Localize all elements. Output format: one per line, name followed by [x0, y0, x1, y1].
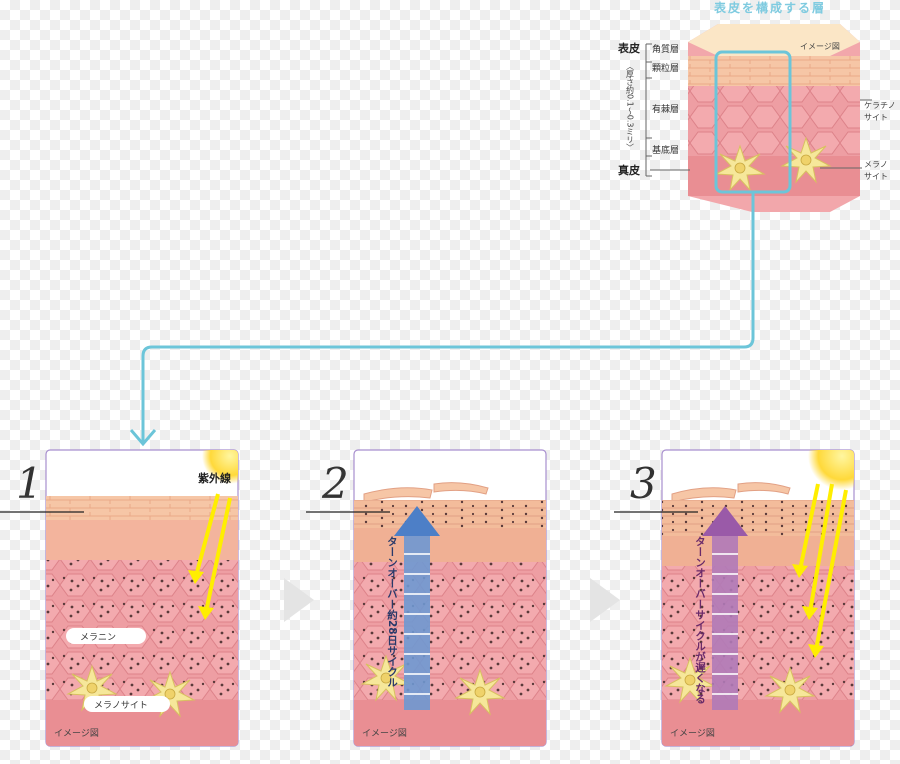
melanocyte-tag [84, 696, 170, 712]
layer-basal: 基底層 [652, 144, 679, 156]
melanin-tag [66, 628, 146, 644]
connector-line [141, 192, 755, 442]
layer-spinous: 有棘層 [652, 103, 679, 115]
dermis-label: 真皮 [618, 163, 640, 177]
panel1-melanocyte-label: メラノサイト [94, 700, 148, 711]
panel1-image-note: イメージ図 [54, 728, 99, 739]
melanin-label: メラニン [80, 632, 116, 643]
melanocyte-label-2: サイト [864, 172, 888, 181]
layer-corneum: 角質層 [652, 43, 679, 55]
panel-1: 1 紫外線 メラニン メラノサイト イメージ図 [0, 449, 239, 747]
inset-image-note: イメージ図 [800, 42, 840, 51]
epidermis-label: 表皮 [617, 41, 640, 55]
panel-1-number: 1 [16, 459, 43, 508]
panel-2: 2 ターンオーバー約28日サイクル イメージ図 [306, 449, 547, 747]
inset-title: 表皮を構成する層 [713, 0, 826, 15]
step-arrow-2 [590, 578, 620, 622]
panel-3-number: 3 [630, 459, 657, 508]
skin-layer-inset: 表皮を構成する層 イメージ図 表皮 〈厚さ約0.1〜0.3ミリ〉 角質層 顆粒層… [617, 0, 896, 212]
stratum-basale [688, 156, 860, 196]
turnover-label-2: ターンオーバー約28日サイクル [386, 536, 398, 687]
turnover-arrow-2 [404, 534, 430, 710]
panel-2-number: 2 [321, 459, 349, 508]
panel2-image-note: イメージ図 [362, 728, 407, 739]
epidermis-thickness: 〈厚さ約0.1〜0.3ミリ〉 [626, 62, 635, 151]
turnover-arrow-3 [712, 534, 738, 710]
panel-3: 3 ターンオーバーサイクルが遅くなる イメージ図 [614, 449, 855, 747]
skin-block-top [688, 24, 860, 56]
stratum-spinosum [688, 86, 860, 156]
layer-granular: 顆粒層 [652, 62, 679, 74]
turnover-label-3: ターンオーバーサイクルが遅くなる [694, 536, 706, 704]
melanocyte-label-1: メラノ [864, 160, 888, 169]
stratum-corneum [688, 56, 860, 86]
panel3-image-note: イメージ図 [670, 728, 715, 739]
step-arrow-1 [284, 578, 314, 622]
keratinocyte-label-1: ケラチノ [864, 101, 896, 110]
connector-arrowhead [129, 429, 157, 447]
uv-label: 紫外線 [198, 471, 231, 485]
keratinocyte-label-2: サイト [864, 113, 888, 122]
